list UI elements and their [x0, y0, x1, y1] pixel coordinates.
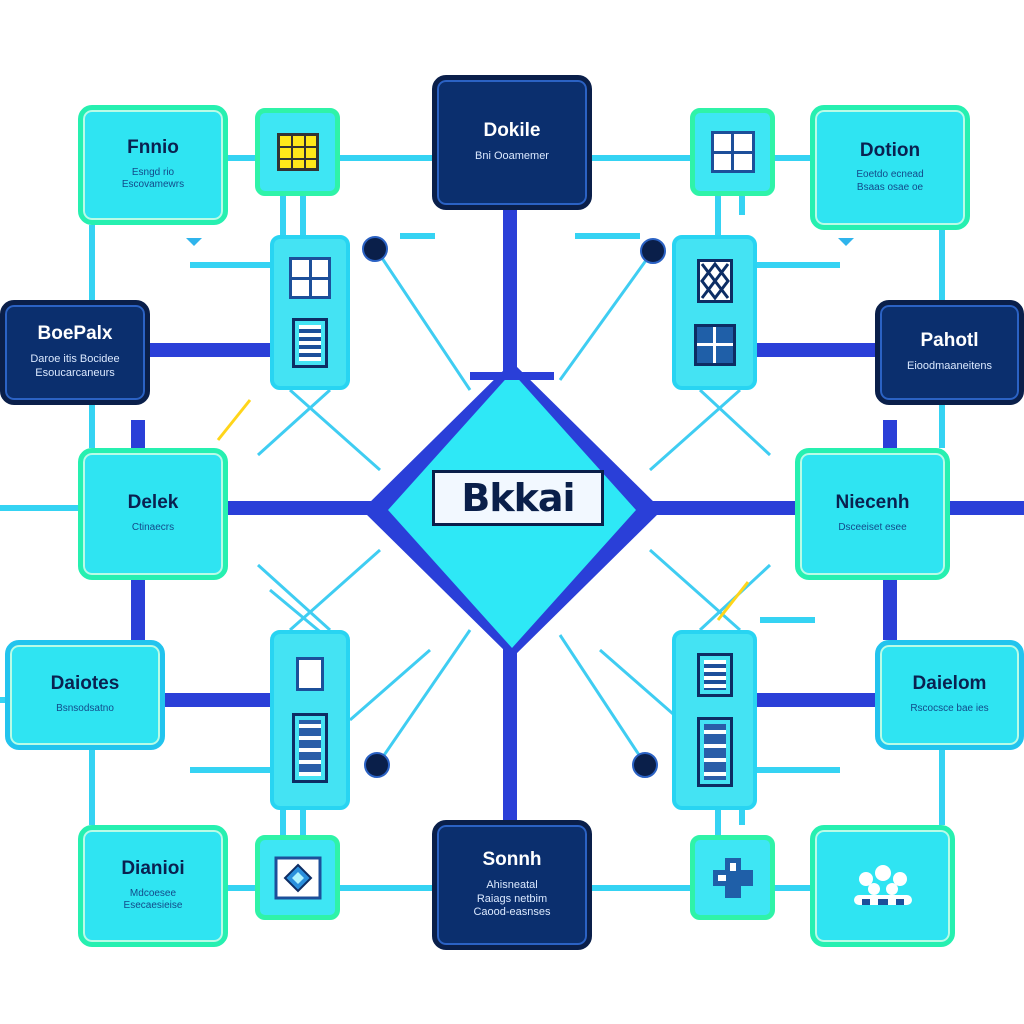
icon-column-lower-right[interactable] [672, 630, 757, 810]
node-mid-right[interactable]: Pahotl Eioodmaaneitens [875, 300, 1024, 405]
node-subtitle: Eoetdo ecnead Bsaas osae oe [856, 169, 924, 193]
window-grid-icon [710, 131, 755, 173]
node-subtitle: Esngd rio Escovamewrs [121, 166, 185, 191]
node-subtitle: Bsnsodsatno [56, 703, 114, 715]
server-icon [292, 713, 328, 784]
node-top-center[interactable]: Dokile Bni Ooamemer [432, 75, 592, 210]
document-icon [296, 656, 324, 691]
node-center-left[interactable]: Delek Ctinaecrs [78, 448, 228, 580]
node-lower-left[interactable]: Daiotes Bsnsodsatno [5, 640, 165, 750]
node-title: Dianioi [121, 858, 185, 880]
node-title: Dokile [483, 120, 541, 142]
icon-column-upper-left[interactable] [270, 235, 350, 390]
node-title: Niecenh [835, 492, 910, 514]
node-bottom-left[interactable]: Dianioi Mdcoesee Esecaesieise [78, 825, 228, 947]
node-subtitle: Dsceeiset esee [838, 522, 907, 534]
node-bottom-center[interactable]: Sonnh Ahisneatal Raiags netbim Caood-eas… [432, 820, 592, 950]
crossed-box-icon [696, 259, 733, 304]
node-mid-left[interactable]: BoePalx Daroe itis Bocidee Esoucarcaneur… [0, 300, 150, 405]
tile-top-right[interactable] [690, 108, 775, 196]
icon-column-lower-left[interactable] [270, 630, 350, 810]
node-title: Sonnh [482, 848, 542, 870]
tile-bottom-left[interactable] [255, 835, 340, 920]
node-lower-right[interactable]: Daielom Rscocsce bae ies [875, 640, 1024, 750]
tile-top-left[interactable] [255, 108, 340, 196]
junction-dot [362, 236, 388, 262]
node-title: Daiotes [50, 673, 120, 695]
filled-window-icon [693, 323, 736, 366]
node-title: Daielom [912, 673, 987, 695]
node-top-right[interactable]: Dotion Eoetdo ecnead Bsaas osae oe [810, 105, 970, 230]
node-title: BoePalx [37, 323, 113, 345]
server-icon [696, 716, 733, 787]
puzzle-icon [712, 857, 753, 898]
icon-column-upper-right[interactable] [672, 235, 757, 390]
node-center-right[interactable]: Niecenh Dsceeiset esee [795, 448, 950, 580]
node-subtitle: Daroe itis Bocidee Esoucarcaneurs [30, 353, 120, 379]
chip-icon [274, 856, 321, 899]
node-bottom-right[interactable] [810, 825, 955, 947]
node-top-left[interactable]: Fnnio Esngd rio Escovamewrs [78, 105, 228, 225]
node-subtitle: Ctinaecrs [131, 522, 175, 534]
node-subtitle: Ahisneatal Raiags netbim Caood-easnses [473, 878, 551, 919]
node-subtitle: Eioodmaaneitens [906, 360, 992, 373]
window-grid-icon [289, 257, 331, 300]
yellow-grid-icon [276, 133, 319, 171]
node-subtitle: Mdcoesee Esecaesieise [123, 887, 183, 912]
node-title: Fnnio [127, 137, 179, 159]
junction-dot [640, 238, 666, 264]
core-hub-label[interactable]: Bkkai [432, 470, 604, 526]
table-icon [696, 653, 733, 698]
list-icon [292, 317, 328, 368]
node-subtitle: Bni Ooamemer [475, 150, 549, 163]
node-title: Dotion [859, 139, 921, 161]
junction-dot [364, 752, 390, 778]
people-icon [853, 865, 912, 905]
tile-bottom-right[interactable] [690, 835, 775, 920]
junction-dot [632, 752, 658, 778]
node-title: Pahotl [920, 330, 979, 352]
node-title: Delek [127, 492, 179, 514]
node-subtitle: Rscocsce bae ies [910, 703, 989, 715]
